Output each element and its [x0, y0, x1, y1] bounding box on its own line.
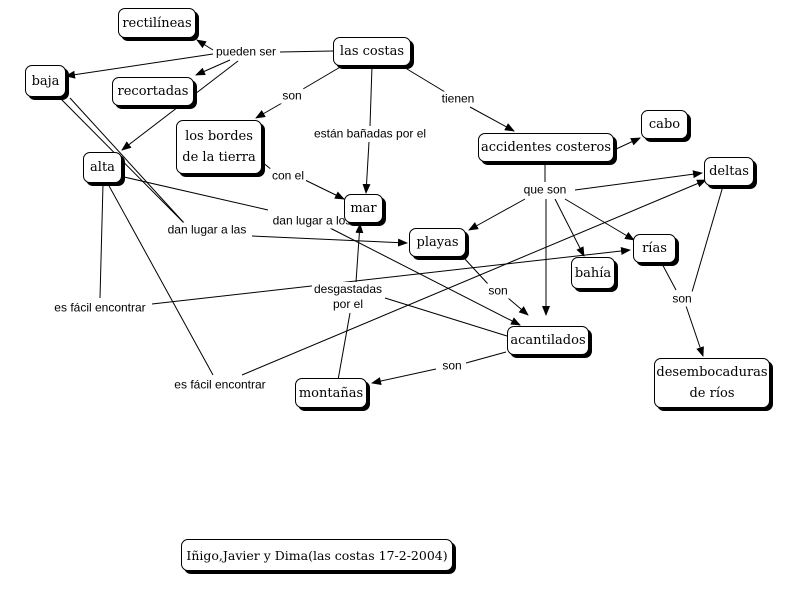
edge-puedenser-rectilineas — [196, 39, 214, 51]
link-dan-lugar-las: dan lugar a las — [165, 222, 249, 238]
edge-alta-facil2 — [107, 183, 214, 376]
edge-alta-danlugarlos — [123, 176, 269, 211]
edge-tienen-accidentes — [469, 106, 515, 132]
node-playas[interactable]: playas — [409, 228, 466, 257]
edge-baja-danlugarlas — [59, 97, 186, 225]
edge-son-bordes — [255, 102, 283, 119]
edge-acantilados-desgastadas — [384, 297, 508, 337]
edge-danlugarlos-acantilados — [329, 227, 521, 326]
node-los-bordes[interactable]: los bordes de la tierra — [176, 120, 262, 174]
link-desgastadas: desgastadas por el — [311, 282, 385, 312]
edge-queson-deltas — [574, 170, 703, 191]
link-facil-encontrar-1: es fácil encontrar — [52, 300, 148, 316]
link-dan-lugar-los: dan lugar a los — [270, 213, 354, 229]
edge-queson-bahia — [554, 198, 585, 257]
edge-facil1-rias — [151, 247, 631, 305]
edge-deltas-son — [691, 185, 724, 293]
link-tienen: tienen — [439, 91, 477, 107]
node-las-costas[interactable]: las costas — [333, 37, 411, 66]
node-baja[interactable]: baja — [25, 65, 66, 97]
edge-alta-facil1 — [99, 183, 104, 299]
edge-costas-son — [302, 65, 343, 90]
edge-puedenser-recortadas — [195, 59, 231, 76]
edge-desgastadas-mar — [355, 223, 364, 283]
edge-costas-tienen — [401, 65, 446, 93]
link-estan-banadas: están bañadas por el — [311, 126, 429, 142]
node-cabo[interactable]: cabo — [641, 110, 688, 139]
link-son-montanas: son — [440, 358, 464, 374]
edge-banadas-mar — [362, 141, 371, 194]
edge-playas-son — [463, 257, 489, 285]
link-son-bordes: son — [280, 88, 304, 104]
node-deltas[interactable]: deltas — [704, 157, 754, 186]
link-son-desembocaduras: son — [670, 291, 694, 307]
edge-conel-mar — [304, 179, 345, 200]
node-rectilineas[interactable]: rectilíneas — [118, 8, 196, 38]
edge-baja-diag — [69, 97, 186, 225]
node-recortadas[interactable]: recortadas — [112, 77, 194, 106]
node-accidentes-costeros[interactable]: accidentes costeros — [478, 133, 614, 162]
link-facil-encontrar-2: es fácil encontrar — [172, 377, 268, 393]
edge-danlugarlas-playas — [251, 235, 408, 247]
node-alta[interactable]: alta — [83, 152, 122, 183]
node-mar[interactable]: mar — [344, 194, 383, 223]
link-pueden-ser: pueden ser — [213, 44, 279, 60]
node-rias[interactable]: rías — [633, 234, 676, 263]
credit-box: Iñigo,Javier y Dima(las costas 17-2-2004… — [181, 539, 453, 571]
node-desembocaduras[interactable]: desembocaduras de ríos — [654, 358, 770, 408]
edge-costas-puedenser — [279, 50, 334, 53]
edge-costas-banadas — [369, 65, 373, 127]
link-que-son: que son — [521, 182, 569, 198]
edge-son-acantilados — [507, 297, 529, 316]
link-son-acantilados: son — [486, 283, 510, 299]
edge-facil2-deltas — [241, 179, 707, 376]
edge-queson-rias — [564, 198, 635, 241]
edge-puedenser-baja — [65, 53, 214, 79]
node-bahia[interactable]: bahía — [571, 257, 615, 289]
edge-rias-son — [659, 259, 677, 291]
link-con-el: con el — [269, 168, 307, 184]
edge-queson-playas — [468, 198, 526, 231]
node-acantilados[interactable]: acantilados — [507, 326, 589, 355]
edge-montanas-desgastadas — [337, 312, 351, 381]
edge-accidentes-cabo — [613, 137, 641, 151]
edge-son-desembocaduras — [685, 305, 704, 357]
edge-acantilados-son — [465, 351, 507, 364]
edge-son-montanas — [371, 368, 437, 385]
node-montanas[interactable]: montañas — [295, 378, 367, 408]
